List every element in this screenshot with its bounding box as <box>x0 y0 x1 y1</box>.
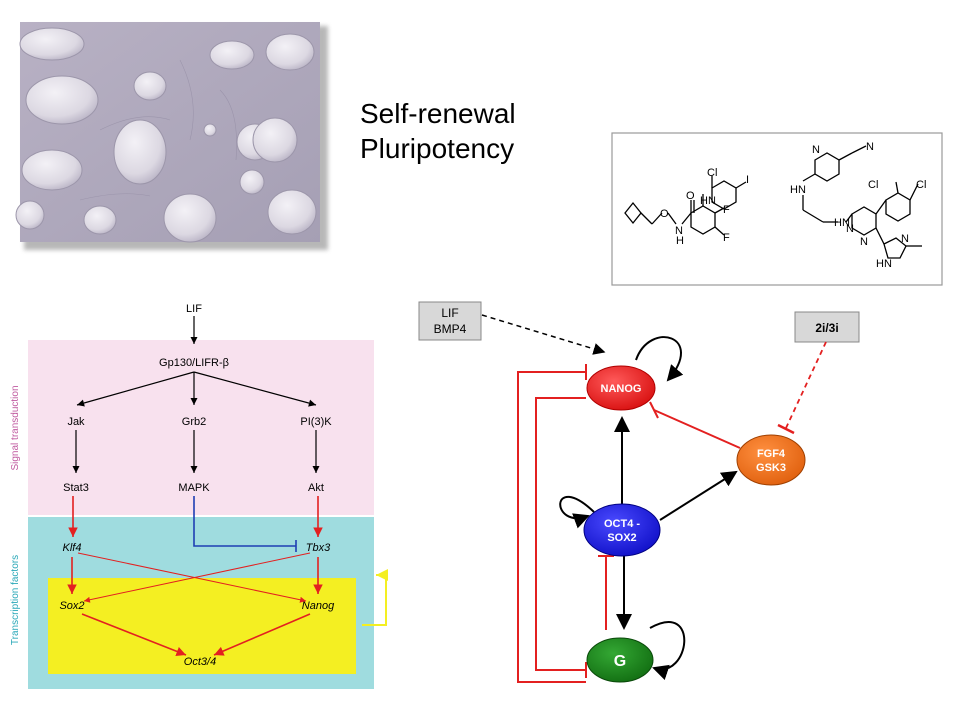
atom-o-1: O <box>686 190 695 202</box>
signal-transduction-panel <box>28 340 374 515</box>
atom-n-pyrimidine-2: N <box>860 236 868 248</box>
node-pi3k: PI(3)K <box>300 416 332 428</box>
node-stat3: Stat3 <box>63 482 89 494</box>
atom-cl-1: Cl <box>707 167 717 179</box>
atom-hn-2: HN <box>790 184 806 196</box>
box-lif-bmp4 <box>418 301 482 341</box>
node-akt: Akt <box>308 482 324 494</box>
g-label: G <box>614 653 626 670</box>
node-mapk: MAPK <box>178 482 210 494</box>
atom-n-1: N <box>675 225 683 237</box>
chemistry-frame <box>611 132 943 286</box>
node-nanog <box>586 365 656 411</box>
atom-i: I <box>746 174 749 186</box>
node-g <box>586 637 654 683</box>
core-network-panel <box>48 578 356 674</box>
headline-line-2: Pluripotency <box>360 133 515 164</box>
node-jak: Jak <box>67 416 85 428</box>
node-tbx3: Tbx3 <box>306 542 331 554</box>
atom-o-2: O <box>660 208 669 220</box>
node-oct4-sox2 <box>583 503 661 557</box>
node-receptor: Gp130/LIFR-β <box>159 357 229 369</box>
headline-line-1: Self-renewal <box>360 98 516 129</box>
fgf4-label-line2: GSK3 <box>756 462 786 474</box>
atom-hn-3: HN <box>834 217 850 229</box>
atom-n-pyridine: N <box>812 144 820 156</box>
atom-h-1: H <box>676 235 684 247</box>
node-fgf4-gsk3 <box>736 434 806 486</box>
node-lif: LIF <box>186 303 202 315</box>
node-klf4: Klf4 <box>63 542 82 554</box>
atom-n-pyrimidine-1: N <box>846 223 854 235</box>
box-2i3i-label: 2i/3i <box>815 321 838 335</box>
atom-cl-2: Cl <box>868 179 878 191</box>
atom-f-2: F <box>723 232 730 244</box>
label-signal-transduction: Signal transduction <box>10 385 21 470</box>
node-nanog-gene: Nanog <box>302 600 335 612</box>
atom-hn-imidazole: HN <box>876 258 892 270</box>
oct4-label-line2: SOX2 <box>607 532 636 544</box>
oct4-label-line1: OCT4 - <box>604 518 640 530</box>
box-2i3i <box>794 311 860 343</box>
node-oct34: Oct3/4 <box>184 656 216 668</box>
nanog-label: NANOG <box>601 383 642 395</box>
atom-cl-3: Cl <box>916 179 926 191</box>
atom-n-imidazole: N <box>901 233 909 245</box>
node-sox2: Sox2 <box>59 600 84 612</box>
headline: Self-renewal Pluripotency <box>360 96 516 166</box>
atom-n-cn: N <box>866 141 874 153</box>
box-bmp4-label: BMP4 <box>434 322 467 336</box>
label-transcription-factors: Transcription factors <box>10 555 21 645</box>
atom-hn-1: HN <box>700 195 716 207</box>
box-lif-label: LIF <box>441 306 458 320</box>
node-grb2: Grb2 <box>182 416 206 428</box>
fgf4-label-line1: FGF4 <box>757 448 786 460</box>
atom-f-1: F <box>723 204 730 216</box>
